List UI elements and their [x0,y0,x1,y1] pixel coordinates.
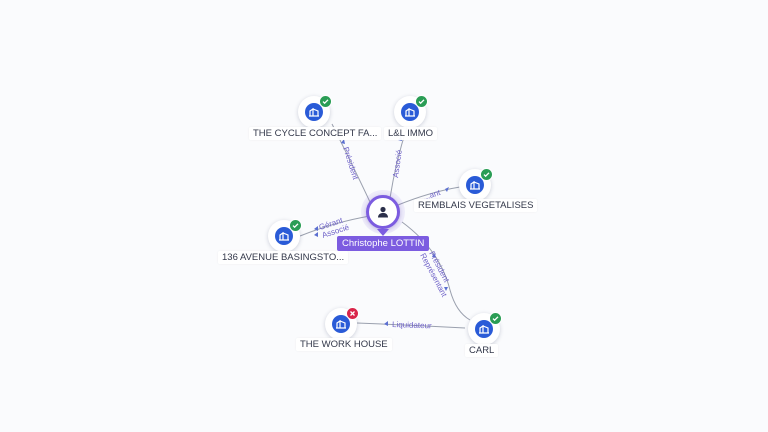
check-icon [322,99,329,105]
company-label[interactable]: REMBLAIS VEGETALISES [414,199,538,212]
person-icon [378,206,388,218]
company-circle[interactable] [394,95,428,128]
status-badge-closed [346,307,359,320]
company-circle[interactable] [325,307,359,340]
edge-label-cycle: Président [341,146,360,182]
edge-arrow [444,287,448,291]
edge-label-workhouse: Liquidateur [392,320,432,330]
status-badge-active [480,168,493,181]
edge-arrow [432,253,436,257]
check-icon [418,99,425,105]
status-badge-active [415,95,428,108]
edge-label-ll: Associé [391,149,404,179]
edge-arrow [445,187,449,192]
company-circle[interactable] [268,219,302,252]
company-label[interactable]: 136 AVENUE BASINGSTO... [218,251,349,264]
check-icon [483,172,490,178]
status-badge-active [289,219,302,232]
company-circle[interactable] [468,312,502,345]
edge-arrow [314,226,318,231]
edge-person-remblais [397,186,461,206]
edge-arrow [384,321,388,326]
company-circle[interactable] [459,168,493,201]
company-label[interactable]: THE WORK HOUSE [296,338,392,351]
company-label[interactable]: THE CYCLE CONCEPT FA... [249,127,382,140]
status-badge-active [489,312,502,325]
building-icon [479,324,489,334]
person-name-label[interactable]: Christophe LOTTIN [337,236,430,251]
edge-carl-workhouse [356,322,466,329]
building-icon [405,107,415,117]
edge-person-basingstoke [299,215,371,237]
building-icon [336,319,346,329]
company-label[interactable]: L&L IMMO [384,127,438,140]
person-pointer [377,229,389,236]
company-label[interactable]: CARL [465,344,499,357]
check-icon [292,223,299,229]
building-icon [470,180,480,190]
check-icon [492,316,499,322]
edge-arrow [341,139,345,144]
company-circle[interactable] [298,95,332,128]
status-badge-active [319,95,332,108]
building-icon [309,107,319,117]
person-circle[interactable] [366,195,400,229]
edge-arrow [314,232,318,237]
building-icon [279,231,289,241]
cross-icon [350,311,355,316]
